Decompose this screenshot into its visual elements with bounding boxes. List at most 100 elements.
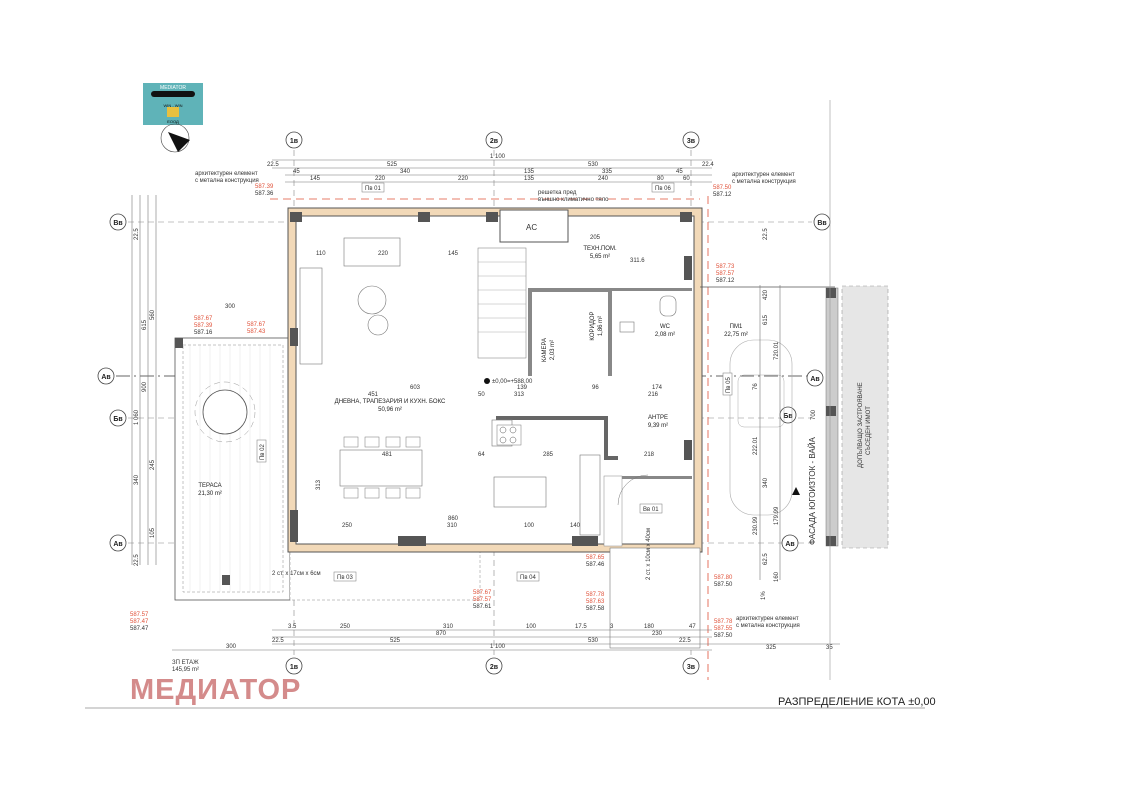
sofa-icon	[299, 237, 401, 365]
dim-left-j: 300	[225, 304, 236, 310]
svg-text:587.67: 587.67	[247, 322, 266, 328]
grid-bubble-1v-top: 1в	[285, 131, 303, 149]
facade-arrow-icon	[792, 487, 800, 495]
note-arch-element-tr-1: архитектурен елемент	[732, 172, 795, 178]
dim-bot-h: 47	[689, 624, 696, 630]
room-wc-area: 2,08 m²	[655, 332, 675, 338]
dim-bot-j: 230	[652, 631, 663, 637]
dim-right-l: 160	[774, 571, 780, 582]
svg-text:587.65: 587.65	[586, 555, 605, 561]
dim-inner-p: 140	[570, 523, 581, 529]
drawing-title: РАЗПРЕДЕЛЕНИЕ КОТА ±0,00	[778, 696, 936, 708]
dim-inner-f: 96	[592, 385, 599, 391]
dim-left-e: 1 060	[134, 409, 140, 425]
svg-text:587.78: 587.78	[586, 592, 605, 598]
svg-text:587.57: 587.57	[130, 612, 149, 618]
svg-text:1в: 1в	[290, 664, 299, 671]
dim-inner-j: 64	[478, 452, 485, 458]
note-slope: 1%	[761, 591, 767, 600]
note-arch-element-br-1: архитектурен елемент	[736, 616, 799, 622]
staircase-icon	[477, 247, 527, 359]
dim-left-h: 105	[150, 527, 156, 538]
dim-top-c: 22.5	[267, 162, 279, 168]
dim-bot-o: 1 100	[490, 644, 506, 650]
grid-bubble-2v-bottom: 2в	[485, 657, 503, 675]
north-arrow-icon	[160, 123, 190, 153]
dim-right-a: 22.5	[763, 228, 769, 240]
dim-inner-g: 174	[652, 385, 663, 391]
brand-watermark: МЕДИАТОР	[130, 674, 302, 706]
dim-left-c: 560	[150, 309, 156, 320]
dim-top-e2: 45	[676, 169, 683, 175]
room-storage-name: КАМЕРА	[542, 338, 548, 362]
svg-text:587.57: 587.57	[473, 597, 492, 603]
svg-text:587.43: 587.43	[247, 329, 266, 335]
svg-text:Пв 01: Пв 01	[365, 186, 382, 192]
dim-bot-c: 310	[443, 624, 454, 630]
svg-text:587.36: 587.36	[255, 191, 274, 197]
dim-top-total: 1 100	[490, 154, 506, 160]
dim-inner-q: 205	[590, 235, 601, 241]
svg-text:Ав: Ав	[101, 374, 111, 381]
svg-text:1в: 1в	[290, 138, 299, 145]
room-parking-name: ПМ1	[730, 324, 743, 330]
room-parking-area: 22,75 m²	[724, 332, 748, 338]
parking-area	[700, 285, 889, 580]
company-logo: MEDIATOR WIN - WIN ЕООД	[143, 83, 203, 125]
note-stairs-terrace: 2 ст. х 17см х 6см	[272, 571, 321, 577]
dim-top-i: 145	[310, 176, 321, 182]
svg-text:587.46: 587.46	[586, 562, 605, 568]
dim-bot-e: 17.5	[575, 624, 587, 630]
window-tag: Вв 01	[639, 503, 663, 514]
svg-text:Бв: Бв	[113, 416, 123, 423]
dim-bot-p: 300	[226, 644, 237, 650]
logo-bottom-text: ЕООД	[167, 119, 179, 124]
grid-bubble-3v-top: 3в	[682, 131, 700, 149]
dim-inner-o: 100	[524, 523, 535, 529]
room-living-area: 50,96 m²	[378, 407, 402, 413]
neighbor-label-line1: ДОПЪЛВАЩО ЗАСТРОЯВАНЕ	[858, 382, 864, 468]
dim-top-b: 530	[588, 162, 599, 168]
window-tag: Пв 01	[361, 182, 385, 193]
svg-text:2в: 2в	[490, 138, 499, 145]
room-corridor-area: 1,86 m²	[598, 316, 604, 336]
dim-top-k: 220	[458, 176, 469, 182]
dim-bot-b: 250	[340, 624, 351, 630]
dimension-lines	[131, 159, 840, 651]
svg-text:587.57: 587.57	[716, 271, 735, 277]
window-tag: Пв 06	[651, 182, 675, 193]
svg-text:587.80: 587.80	[714, 575, 733, 581]
dim-inner-x: 860	[448, 516, 459, 522]
dim-left-f: 340	[134, 474, 140, 485]
svg-text:587.12: 587.12	[713, 192, 732, 198]
grid-bubble-av-left: Ав	[109, 534, 127, 552]
dim-inner-c: 50	[478, 392, 485, 398]
note-grille-1: решетка пред	[538, 190, 577, 196]
entry-door-swing	[617, 474, 649, 506]
svg-text:587.58: 587.58	[586, 606, 605, 612]
room-storage-area: 2,03 m²	[550, 340, 556, 360]
dim-inner-e: 313	[514, 392, 525, 398]
window-tag: Пв 02	[256, 439, 267, 463]
grid-bubble-2v-top: 2в	[485, 131, 503, 149]
svg-text:587.47: 587.47	[130, 626, 149, 632]
dim-top-h: 335	[602, 169, 613, 175]
room-entry-name: АНТРЕ	[648, 415, 668, 421]
dim-bot-m: 530	[588, 638, 599, 644]
svg-text:Ав: Ав	[810, 376, 820, 383]
dim-left-d: 900	[142, 381, 148, 392]
dim-right-b: 615	[763, 314, 769, 325]
note-arch-element-tr-2: с метална конструкция	[732, 179, 796, 185]
dim-top-a: 525	[387, 162, 398, 168]
svg-text:587.50: 587.50	[713, 185, 732, 191]
svg-text:587.47: 587.47	[130, 619, 149, 625]
svg-text:Пв 06: Пв 06	[655, 186, 672, 192]
dim-bot-a: 3.5	[288, 624, 297, 630]
dim-right-f: 340	[763, 477, 769, 488]
grid-bubble-vv-left: Вв	[109, 213, 127, 231]
svg-text:Пв 04: Пв 04	[520, 575, 537, 581]
dim-bot-d: 100	[526, 624, 537, 630]
svg-text:Пв 02: Пв 02	[260, 443, 266, 460]
